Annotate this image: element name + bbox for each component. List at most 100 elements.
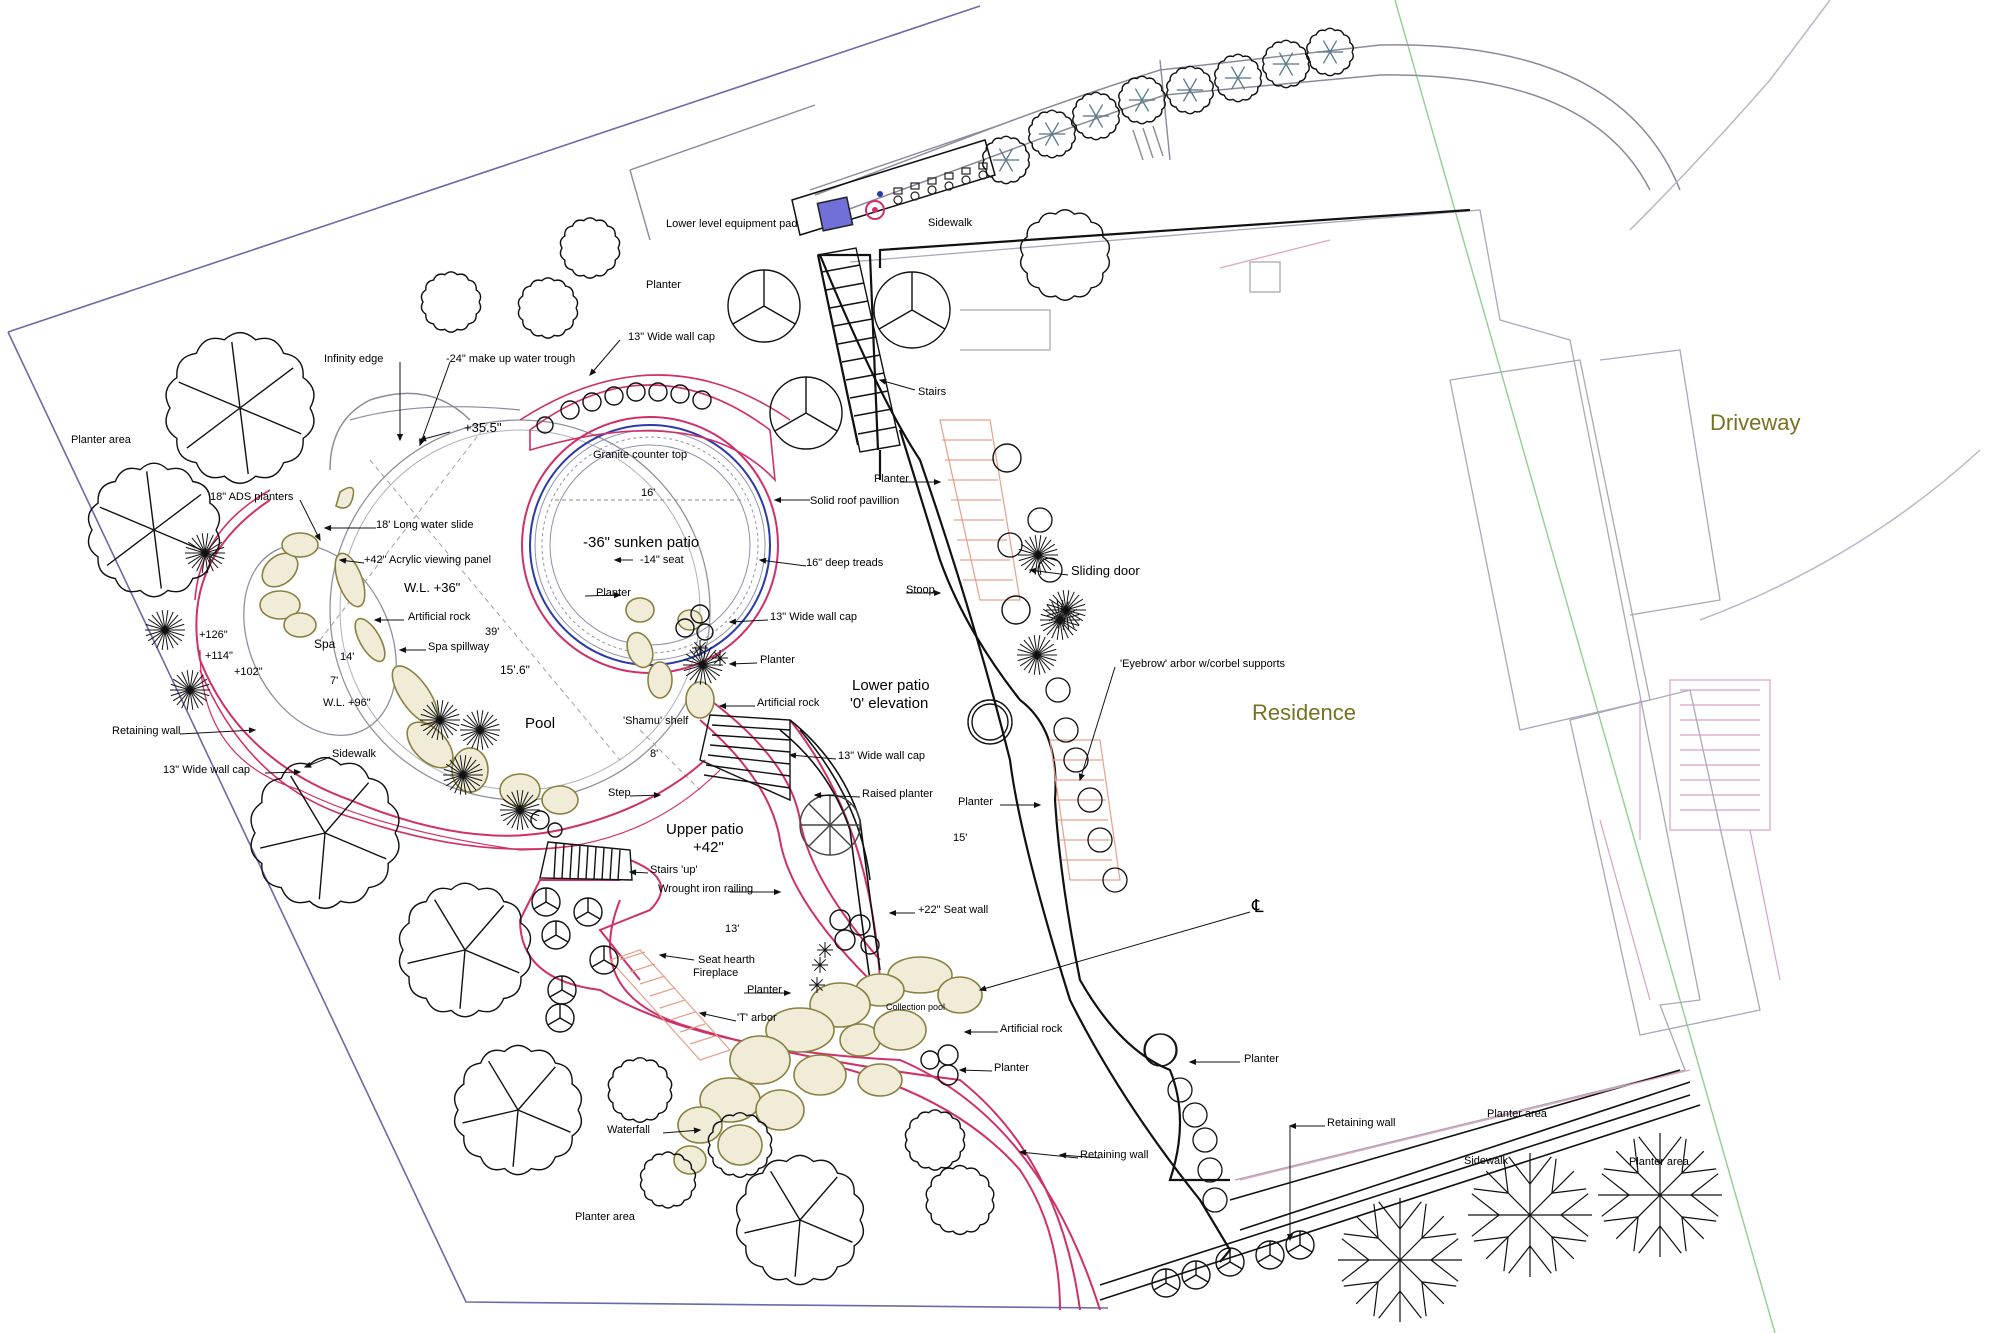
residence-outline bbox=[849, 209, 1761, 1181]
label-ads-planters: 18" ADS planters bbox=[210, 491, 294, 503]
tree-spoke bbox=[1151, 1268, 1181, 1298]
tree-evergreen bbox=[1316, 40, 1344, 64]
shrub-round bbox=[1102, 867, 1128, 893]
label-plus-114: +114" bbox=[205, 650, 233, 662]
label-waterfall: Waterfall bbox=[607, 1124, 650, 1136]
tree-spoke bbox=[1181, 1260, 1211, 1290]
label-centerline: ℄ bbox=[1251, 896, 1264, 916]
shrub-round bbox=[1192, 1127, 1218, 1153]
stairs-north bbox=[817, 247, 901, 453]
tree-spoke bbox=[1215, 1247, 1245, 1277]
tree-evergreen-canopy bbox=[1028, 109, 1076, 159]
label-wrought-iron: Wrought iron railing bbox=[658, 883, 753, 895]
tree-spoke bbox=[541, 920, 571, 950]
label-planter-area-bottom-right: Planter area bbox=[1487, 1108, 1548, 1120]
label-dim-15-6: 15'.6" bbox=[500, 663, 530, 677]
tree-evergreen bbox=[992, 148, 1020, 172]
grass-symbol bbox=[185, 533, 225, 573]
grass-symbol bbox=[1040, 600, 1080, 640]
label-sidewalk-bottom: Sidewalk bbox=[1464, 1155, 1509, 1167]
shrub-canopy bbox=[925, 1164, 995, 1236]
tree-spoke bbox=[1285, 1230, 1315, 1260]
tree-spoke bbox=[589, 945, 619, 975]
shrub-round bbox=[1053, 717, 1079, 743]
tree-spoke-large bbox=[727, 269, 801, 343]
t-arbor bbox=[608, 949, 732, 1061]
tree-large-canopy bbox=[250, 756, 400, 910]
label-artificial-rock-1: Artificial rock bbox=[408, 611, 471, 623]
stairs-up bbox=[539, 841, 633, 881]
grass-symbol bbox=[145, 610, 185, 650]
shrub-round bbox=[1167, 1077, 1193, 1103]
shrub-canopy bbox=[639, 1151, 697, 1209]
shrub-round bbox=[1027, 507, 1053, 533]
label-planter-lower: Planter bbox=[994, 1062, 1029, 1074]
tree-large-canopy bbox=[398, 882, 532, 1018]
label-infinity-edge: Infinity edge bbox=[324, 353, 383, 365]
shrub-round bbox=[1063, 747, 1089, 773]
lower-patio-steps bbox=[699, 714, 791, 802]
label-solid-roof: Solid roof pavillion bbox=[810, 495, 899, 507]
shrub-round bbox=[997, 532, 1023, 558]
label-dim-39: 39' bbox=[485, 626, 499, 638]
label-acrylic-panel: +42" Acrylic viewing panel bbox=[364, 554, 491, 566]
label-plus-35-5: +35.5" bbox=[464, 420, 502, 435]
tree-lower-level bbox=[1019, 209, 1111, 301]
label-stoop: Stoop bbox=[906, 584, 935, 596]
tree-large-canopy bbox=[735, 1154, 865, 1286]
shrub-canopy bbox=[607, 1057, 673, 1123]
pink-property-line bbox=[1219, 239, 1691, 1181]
label-seat-hearth: Seat hearth bbox=[698, 954, 755, 966]
label-sliding-door: Sliding door bbox=[1071, 563, 1140, 578]
tree-evergreen-canopy bbox=[1306, 27, 1354, 77]
star-shrub bbox=[812, 957, 828, 973]
label-planter-area-bottom: Planter area bbox=[575, 1211, 636, 1223]
label-wall-cap-top: 13" Wide wall cap bbox=[628, 331, 715, 343]
label-planter-top: Planter bbox=[646, 279, 681, 291]
grass-symbol bbox=[170, 670, 210, 710]
spa-basin bbox=[243, 544, 397, 736]
shrub-canopy bbox=[517, 277, 579, 339]
grass-symbol bbox=[683, 645, 723, 685]
tree-evergreen bbox=[1082, 104, 1110, 128]
tree-evergreen bbox=[1272, 52, 1300, 76]
label-wall-cap-mid: 13" Wide wall cap bbox=[770, 611, 857, 623]
tree-spoke bbox=[573, 897, 603, 927]
label-seat-wall: +22" Seat wall bbox=[918, 904, 988, 916]
label-spa-spillway: Spa spillway bbox=[428, 641, 490, 653]
label-sidewalk-top: Sidewalk bbox=[928, 217, 973, 229]
star-shrub bbox=[712, 650, 728, 666]
pool-wall-cap bbox=[195, 499, 706, 837]
region-lower-patio-2: '0' elevation bbox=[850, 695, 928, 712]
tree-large-canopy bbox=[453, 1044, 583, 1176]
tree-spoke-large bbox=[873, 271, 951, 349]
tree-evergreen bbox=[1176, 78, 1204, 102]
tree-evergreen bbox=[1038, 122, 1066, 146]
eyebrow-arbor bbox=[939, 419, 1121, 881]
shrub-round bbox=[1077, 787, 1103, 813]
tree-evergreen-canopy bbox=[982, 135, 1030, 185]
label-planter-arbor: Planter bbox=[958, 796, 993, 808]
label-dim-16: 16' bbox=[641, 487, 655, 499]
region-residence: Residence bbox=[1252, 700, 1356, 725]
shrub-canopy bbox=[707, 1112, 773, 1178]
house-foundation-wall bbox=[816, 208, 1471, 1263]
star-shrub bbox=[692, 640, 708, 656]
label-wall-cap-left: 13" Wide wall cap bbox=[163, 764, 250, 776]
shrub-round bbox=[1045, 677, 1071, 703]
region-pool: Pool bbox=[525, 715, 555, 732]
tree-branching bbox=[1338, 1198, 1462, 1322]
shrub-round bbox=[1202, 1187, 1228, 1213]
tree-evergreen-canopy bbox=[1166, 65, 1214, 115]
grass-symbol bbox=[420, 700, 460, 740]
shrub-round bbox=[1197, 1157, 1223, 1183]
tree-evergreen-canopy bbox=[1262, 39, 1310, 89]
label-stairs-up: Stairs 'up' bbox=[650, 864, 698, 876]
label-planter-right-of-pool: Planter bbox=[760, 654, 795, 666]
grass-symbol bbox=[443, 755, 483, 795]
label-planter-stoop: Planter bbox=[874, 473, 909, 485]
shrub-canopy bbox=[559, 217, 621, 279]
label-wl-36: W.L. +36" bbox=[404, 580, 461, 595]
label-retaining-wall-center: Retaining wall bbox=[1080, 1149, 1148, 1161]
leader-lines bbox=[179, 339, 1325, 1242]
